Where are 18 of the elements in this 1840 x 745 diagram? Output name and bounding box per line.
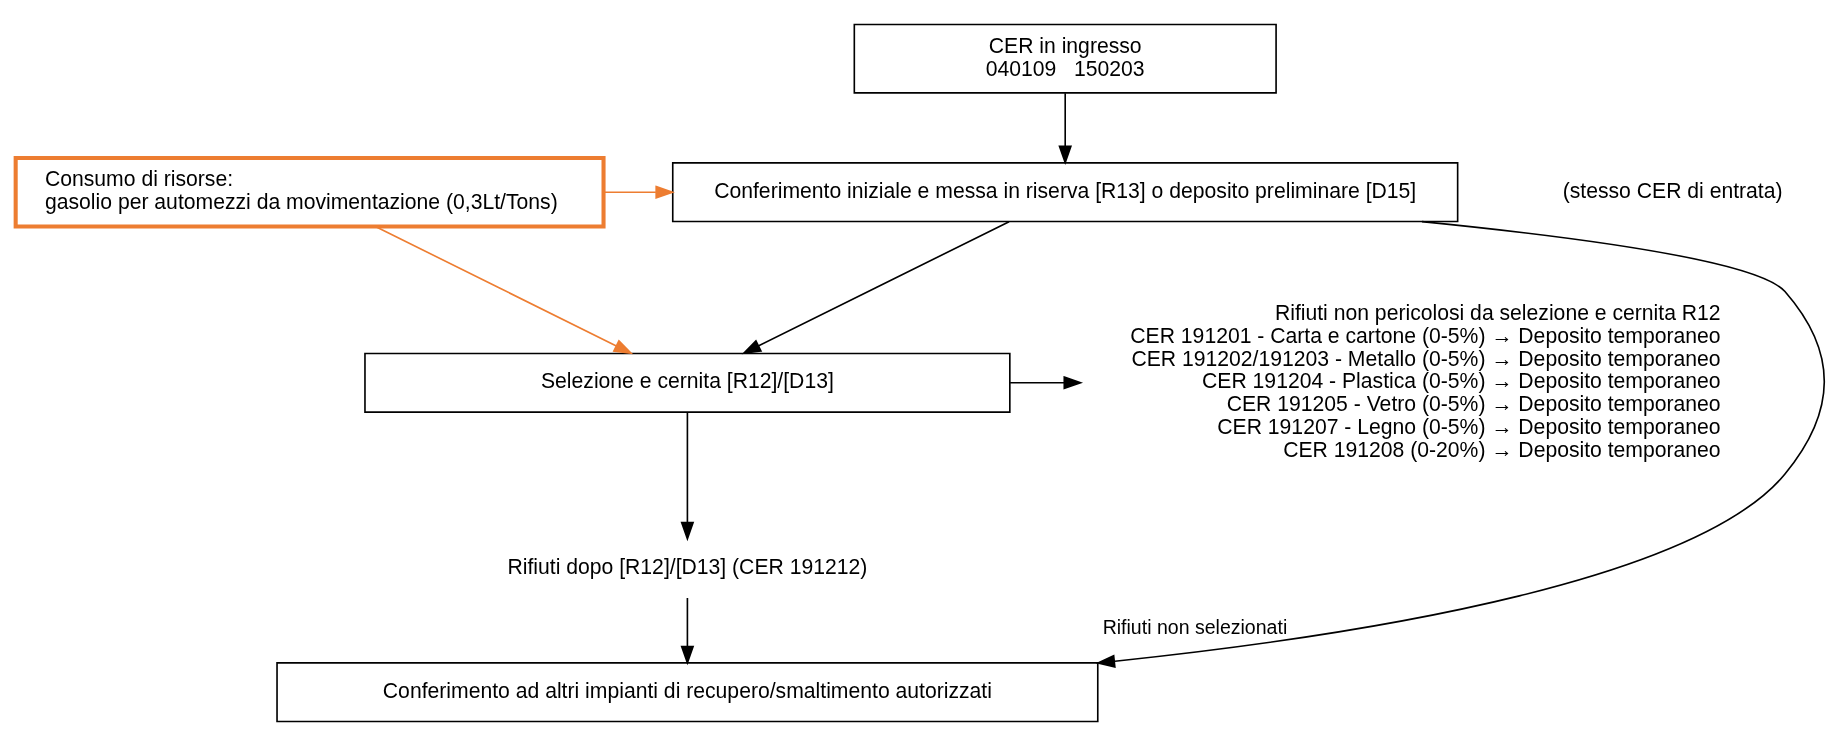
node-text: Rifiuti dopo [R12]/[D13] (CER 191212) (507, 554, 868, 578)
node-label: CER 191202/191203 - Metallo (0-5%) → Deposito temporaneo (1131, 346, 1721, 370)
label: (stesso CER di entrata) (1562, 178, 1783, 202)
node-box: Conferimento ad altri impianti di recupero/smaltimento autorizzati (276, 661, 1099, 722)
arrow (1009, 375, 1084, 390)
arrow (603, 184, 675, 199)
arrow (1058, 91, 1073, 165)
node-box: Conferimento iniziale e messa in riserva [R13] o deposito preliminare [D15] (671, 161, 1459, 222)
edge-label: Rifiuti non selezionati (1102, 615, 1288, 638)
arrow (680, 596, 695, 665)
node-box: CER in ingresso 040109 150203 (853, 23, 1277, 94)
arrow (1095, 220, 1826, 668)
node-box: Selezione e cernita [R12]/[D13] (364, 352, 1011, 413)
arrow (374, 225, 634, 354)
node-text: Rifiuti non pericolosi da selezione e cernita R12 (1274, 300, 1721, 324)
arrow (680, 410, 695, 541)
node-box: Consumo di risorse: gasolio per automezzi da movimentazione (0,3Lt/Tons) (13, 155, 606, 228)
arrow (741, 220, 1010, 354)
